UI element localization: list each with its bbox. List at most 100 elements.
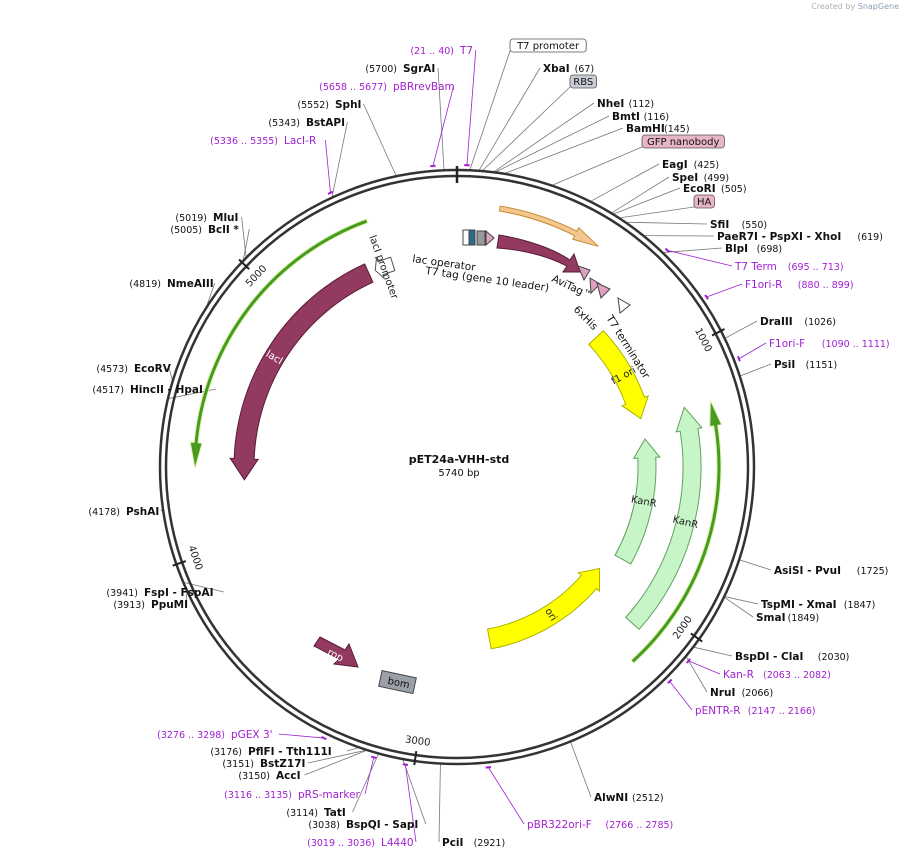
tick-mark: [711, 328, 725, 337]
primer: Kan-R(2063 .. 2082): [723, 669, 831, 681]
enzyme-site: DraIII(1026): [760, 316, 836, 328]
enzyme-name: PshAI: [126, 506, 159, 518]
primer-range: (3116 .. 3135): [224, 790, 292, 801]
enzyme-leader: [724, 320, 758, 339]
enzyme-position: (2512): [632, 793, 664, 804]
enzyme-position: (499): [704, 173, 730, 184]
feature-arc: [374, 256, 396, 279]
primer-range: (2766 .. 2785): [605, 820, 673, 831]
enzyme-leader: [242, 228, 250, 262]
primer-name: F1ori-F: [769, 338, 805, 350]
enzyme-name: PciI: [442, 837, 463, 849]
feature-box-label: RBS: [573, 77, 593, 88]
enzyme-position: (2066): [742, 688, 774, 699]
enzyme-site: NruI(2066): [710, 687, 773, 699]
snapgene-credit: Created by SnapGene: [811, 2, 899, 11]
enzyme-leader: [693, 646, 733, 657]
feature-arc: [498, 205, 599, 247]
enzyme-name: EagI: [662, 159, 688, 171]
primer: pGEX 3'(3276 .. 3298): [157, 729, 272, 741]
enzyme-name: PflFI - Tth111I: [248, 746, 332, 758]
enzyme-position: (3038): [308, 820, 340, 831]
enzyme-name: PpuMI: [151, 599, 188, 611]
primer: F1ori-F(1090 .. 1111): [769, 338, 890, 350]
enzyme-leader: [493, 102, 595, 173]
enzyme-leader: [685, 656, 708, 693]
primer-mark: [321, 736, 327, 741]
bom-feature: bom: [378, 670, 417, 695]
boxed-feature: T7 promoter: [509, 38, 587, 53]
boxed-feature: RBS: [569, 74, 598, 89]
primer-name: F1ori-R: [745, 279, 782, 291]
labels-layer: XbaI(67)NheI(112)BmtI(116)BamHI(145)EagI…: [88, 38, 890, 849]
enzyme-site: NmeAIII(4819): [129, 278, 213, 290]
primer-leader: [404, 764, 417, 843]
enzyme-name: BspQI - SapI: [346, 819, 418, 831]
enzyme-position: (3941): [106, 588, 138, 599]
feature-arc: [630, 400, 723, 664]
enzyme-site: MluI(5019): [175, 212, 238, 224]
enzyme-name: EcoRV: [134, 363, 172, 375]
primer-leader: [488, 767, 525, 825]
enzyme-site: SphI(5552): [297, 99, 361, 111]
primer-name: pGEX 3': [231, 729, 273, 741]
inner-feature-label: T7 tag (gene 10 leader): [424, 265, 550, 294]
primer: L4440(3019 .. 3036): [307, 837, 413, 849]
enzyme-position: (3913): [113, 600, 145, 611]
enzyme-position: (116): [644, 112, 670, 123]
rop-arrow: [313, 636, 359, 668]
enzyme-site: TspMI - XmaI(1847): [761, 599, 875, 611]
enzyme-leader: [304, 749, 368, 776]
enzyme-position: (4178): [88, 507, 120, 518]
enzyme-site: XbaI(67): [543, 63, 594, 75]
primer-mark: [667, 678, 673, 684]
feature-leader: [482, 86, 571, 171]
enzyme-site: BstAPI(5343): [268, 117, 345, 129]
gfp-nanobody-body: [496, 234, 581, 273]
lac-operator-glyph: [462, 229, 470, 246]
feature-box: [509, 38, 587, 53]
primer-leader: [325, 139, 331, 193]
feature-box: [569, 74, 598, 89]
enzyme-name: EcoRI: [683, 183, 716, 195]
enzyme-leader: [662, 247, 723, 253]
boxed-feature: HA: [693, 194, 715, 209]
enzyme-position: (67): [575, 64, 595, 75]
enzyme-name: SpeI: [672, 172, 698, 184]
enzyme-position: (3114): [286, 808, 318, 819]
enzyme-leader: [437, 67, 445, 171]
enzyme-name: HincII - HpaI: [130, 384, 203, 396]
enzyme-leader: [438, 763, 441, 843]
enzyme-site: BclI *(5005): [170, 224, 239, 236]
rbs-glyph: [468, 229, 476, 246]
primer: pBRrevBam(5658 .. 5677): [319, 81, 455, 93]
enzyme-site: PshAI (4178): [88, 506, 159, 518]
primer-range: (2147 .. 2166): [748, 706, 816, 717]
tick-mark: [690, 632, 703, 643]
credit-brand: SnapGene: [857, 2, 899, 11]
feature-arc: [189, 218, 369, 469]
tick-mark: [238, 258, 250, 270]
primer-leader: [667, 249, 733, 267]
enzyme-leader: [611, 176, 670, 214]
credit-prefix: Created by: [811, 2, 856, 11]
enzyme-position: (1725): [857, 566, 889, 577]
enzyme-name: PaeR7I - PspXI - XhoI: [717, 231, 841, 243]
primer: pBR322ori-F(2766 .. 2785): [527, 819, 673, 831]
primer-leader: [669, 681, 693, 711]
feature-box: [641, 134, 725, 149]
enzyme-site: AccI(3150): [238, 770, 300, 782]
enzyme-leader: [724, 596, 759, 605]
enzyme-name: BstZ17I: [260, 758, 305, 770]
primer-range: (21 .. 40): [410, 46, 454, 57]
enzyme-site: PsiI(1151): [774, 359, 837, 371]
enzyme-site: EcoRV(4573): [96, 363, 171, 375]
boxed-feature: GFP nanobody: [641, 134, 725, 149]
primer-range: (695 .. 713): [788, 262, 844, 273]
bom-label: bom: [387, 676, 411, 691]
primer-mark: [704, 294, 709, 300]
enzyme-position: (5343): [268, 118, 300, 129]
inner-feature-label: 6xHis: [571, 304, 600, 333]
primer-mark: [485, 766, 492, 769]
